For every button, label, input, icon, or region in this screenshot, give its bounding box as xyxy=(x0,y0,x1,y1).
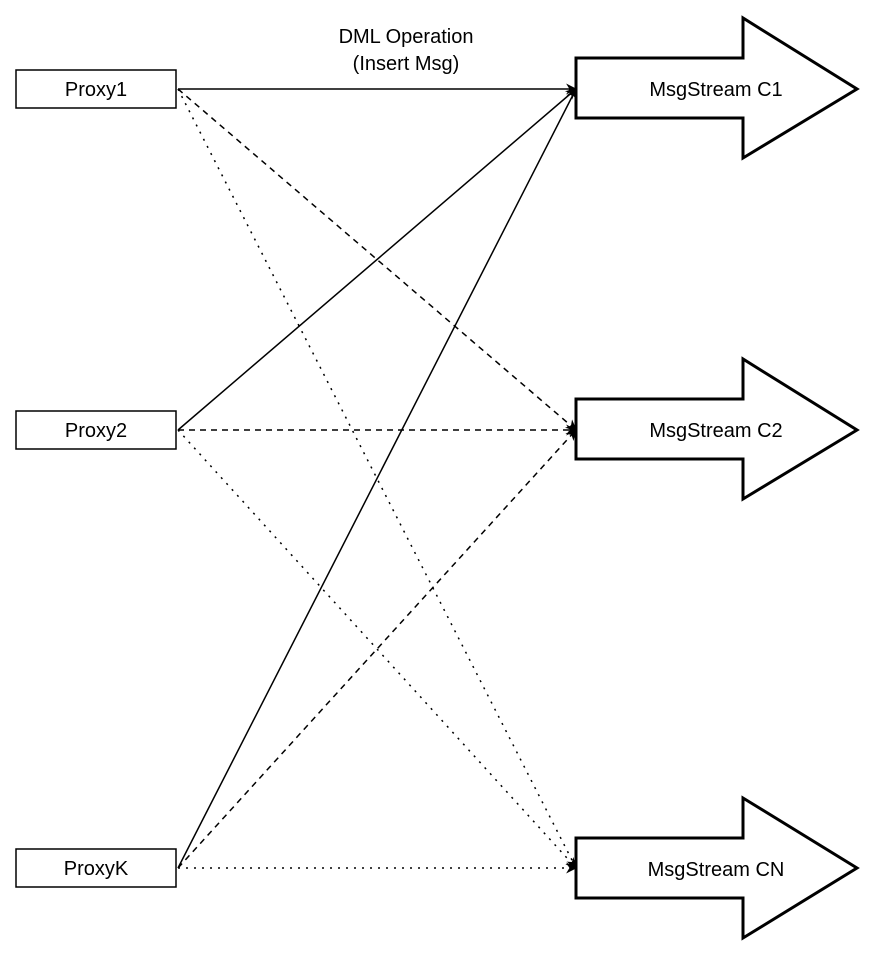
proxy-node-2[interactable]: Proxy2 xyxy=(15,410,177,450)
msgstream-node-cn[interactable]: MsgStream CN xyxy=(574,795,860,941)
msgstream-label-c1: MsgStream C1 xyxy=(649,79,782,101)
proxy-label-2: Proxy2 xyxy=(65,420,127,442)
msgstream-arrow-shape-cn xyxy=(574,795,860,941)
msgstream-arrow-shape-c1 xyxy=(574,15,860,161)
edge-p2-to-c1 xyxy=(177,88,577,431)
msgstream-label-cn: MsgStream CN xyxy=(648,859,785,881)
proxy-label-k: ProxyK xyxy=(64,858,129,880)
msgstream-label-c2: MsgStream C2 xyxy=(649,420,782,442)
edge-pk-to-c1 xyxy=(177,88,577,869)
proxy-node-1[interactable]: Proxy1 xyxy=(15,69,177,109)
proxy-node-k[interactable]: ProxyK xyxy=(15,848,177,888)
msgstream-arrow-shape-c2 xyxy=(574,356,860,502)
proxy-label-1: Proxy1 xyxy=(65,79,127,101)
edge-p1-to-cn xyxy=(177,88,577,869)
edge-label-line1: DML Operation xyxy=(339,26,474,48)
edges-group xyxy=(177,83,578,874)
edge-label-line2: (Insert Msg) xyxy=(353,53,460,75)
msgstream-node-c1[interactable]: MsgStream C1 xyxy=(574,15,860,161)
msgstream-node-c2[interactable]: MsgStream C2 xyxy=(574,356,860,502)
